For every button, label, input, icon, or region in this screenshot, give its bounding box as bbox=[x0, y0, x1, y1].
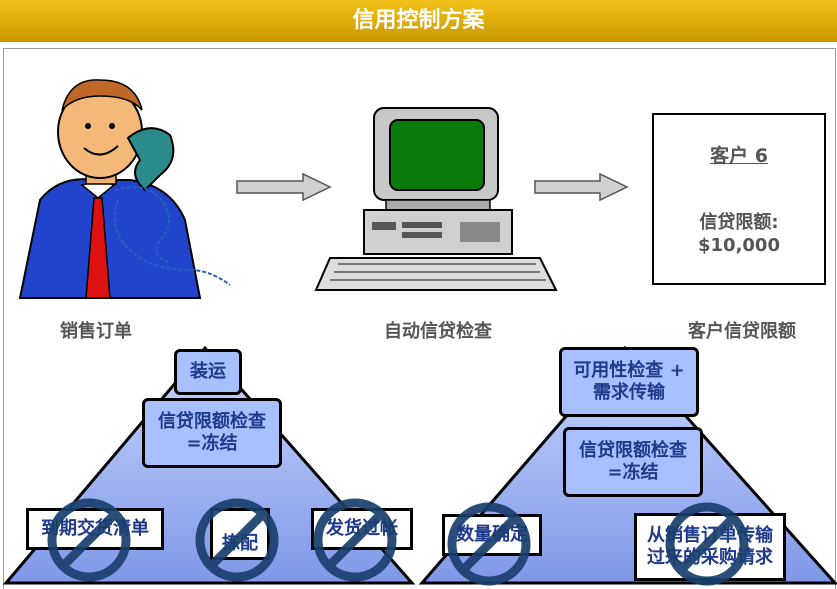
line: 从销售订单传输 bbox=[647, 525, 773, 546]
customer-name: 客户 6 bbox=[710, 145, 768, 167]
limit-value: $10,000 bbox=[698, 235, 780, 256]
blocked-due-list: 到期交货清单 bbox=[26, 508, 164, 550]
sales-person-icon bbox=[18, 79, 231, 299]
computer-icon bbox=[314, 107, 558, 291]
line: 信贷限额检查 bbox=[158, 411, 266, 432]
left-credit-check-box: 信贷限额检查 =冻结 bbox=[142, 398, 282, 468]
line: 过来的采购请求 bbox=[647, 547, 773, 568]
customer-limit: 信贷限额: $10,000 bbox=[654, 211, 824, 257]
line: =冻结 bbox=[607, 462, 659, 483]
blocked-picking: 拣配 bbox=[210, 508, 270, 560]
label-auto-credit-check: 自动信贷检查 bbox=[384, 321, 492, 342]
blocked-purchase-requisition: 从销售订单传输 过来的采购请求 bbox=[634, 513, 786, 581]
arrow-right-icon bbox=[534, 172, 629, 202]
line: 信贷限额检查 bbox=[579, 440, 687, 461]
customer-card: 客户 6 信贷限额: $10,000 bbox=[652, 113, 826, 285]
availability-check-box: 可用性检查 + 需求传输 bbox=[559, 347, 699, 417]
label-customer-credit-limit: 客户信贷限额 bbox=[688, 321, 796, 342]
arrow-right-icon bbox=[236, 172, 332, 202]
limit-label: 信贷限额: bbox=[699, 212, 779, 233]
content-frame bbox=[3, 48, 836, 589]
page-title: 信用控制方案 bbox=[0, 0, 837, 42]
blocked-quantity-determination: 数量确定 bbox=[442, 514, 542, 556]
shipping-box: 装运 bbox=[174, 349, 242, 395]
line: 可用性检查 + bbox=[573, 360, 685, 381]
line: =冻结 bbox=[186, 433, 238, 454]
blocked-goods-issue: 发货过帐 bbox=[311, 508, 413, 550]
right-credit-check-box: 信贷限额检查 =冻结 bbox=[563, 427, 703, 497]
line: 需求传输 bbox=[593, 382, 665, 403]
label-sales-order: 销售订单 bbox=[60, 321, 132, 342]
